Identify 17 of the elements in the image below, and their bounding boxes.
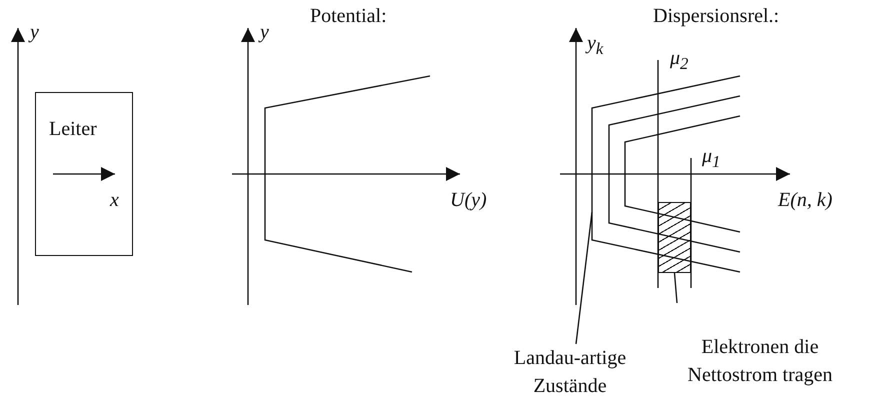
- annotation-text: Landau-artige Zustände: [512, 346, 628, 399]
- band-curve: [591, 75, 741, 273]
- potential-label: μ$_{1}$: [702, 146, 720, 171]
- axis-label: y$_{k}$: [587, 33, 604, 58]
- leader-line: [674, 272, 678, 304]
- annotation-text: Elektronen die Nettostrom tragen: [686, 335, 834, 388]
- conductor-label: Leiter: [49, 119, 97, 139]
- conductor-box: [35, 92, 133, 256]
- potential-label: μ$_{2}$: [670, 48, 688, 73]
- axis-label: y: [30, 22, 39, 42]
- leader-line: [575, 212, 593, 344]
- panel-title: Potential:: [310, 6, 387, 26]
- axis-label: U(y): [450, 190, 487, 210]
- panel-title: Dispersionsrel.:: [653, 6, 780, 26]
- axis-label: x: [110, 190, 119, 210]
- axis-label: y: [260, 22, 269, 42]
- axis-label: E(n, k): [778, 190, 832, 210]
